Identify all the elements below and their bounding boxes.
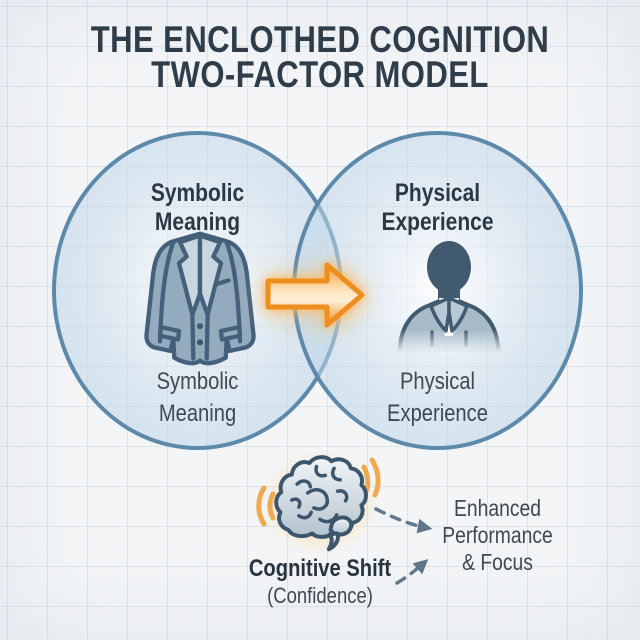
physical-experience-caption: Physical Experience: [387, 368, 488, 427]
diagram-title: THE ENCLOTHED COGNITION TWO-FACTOR MODEL: [90, 19, 550, 95]
brain-icon: [256, 455, 381, 552]
confidence-label: (Confidence): [267, 583, 373, 608]
symbolic-meaning-caption: Symbolic Meaning: [156, 368, 239, 427]
physical-experience-heading: Physical Experience: [381, 179, 494, 236]
vibration-arcs: [256, 457, 381, 527]
business-person-icon: [397, 241, 501, 352]
suit-jacket-icon: [144, 231, 256, 366]
cognitive-shift-label: Cognitive Shift: [248, 555, 392, 582]
outcome-label: Enhanced Performance & Focus: [442, 495, 553, 575]
right-arrow-icon: [265, 262, 365, 328]
symbolic-meaning-heading: Symbolic Meaning: [150, 179, 245, 236]
